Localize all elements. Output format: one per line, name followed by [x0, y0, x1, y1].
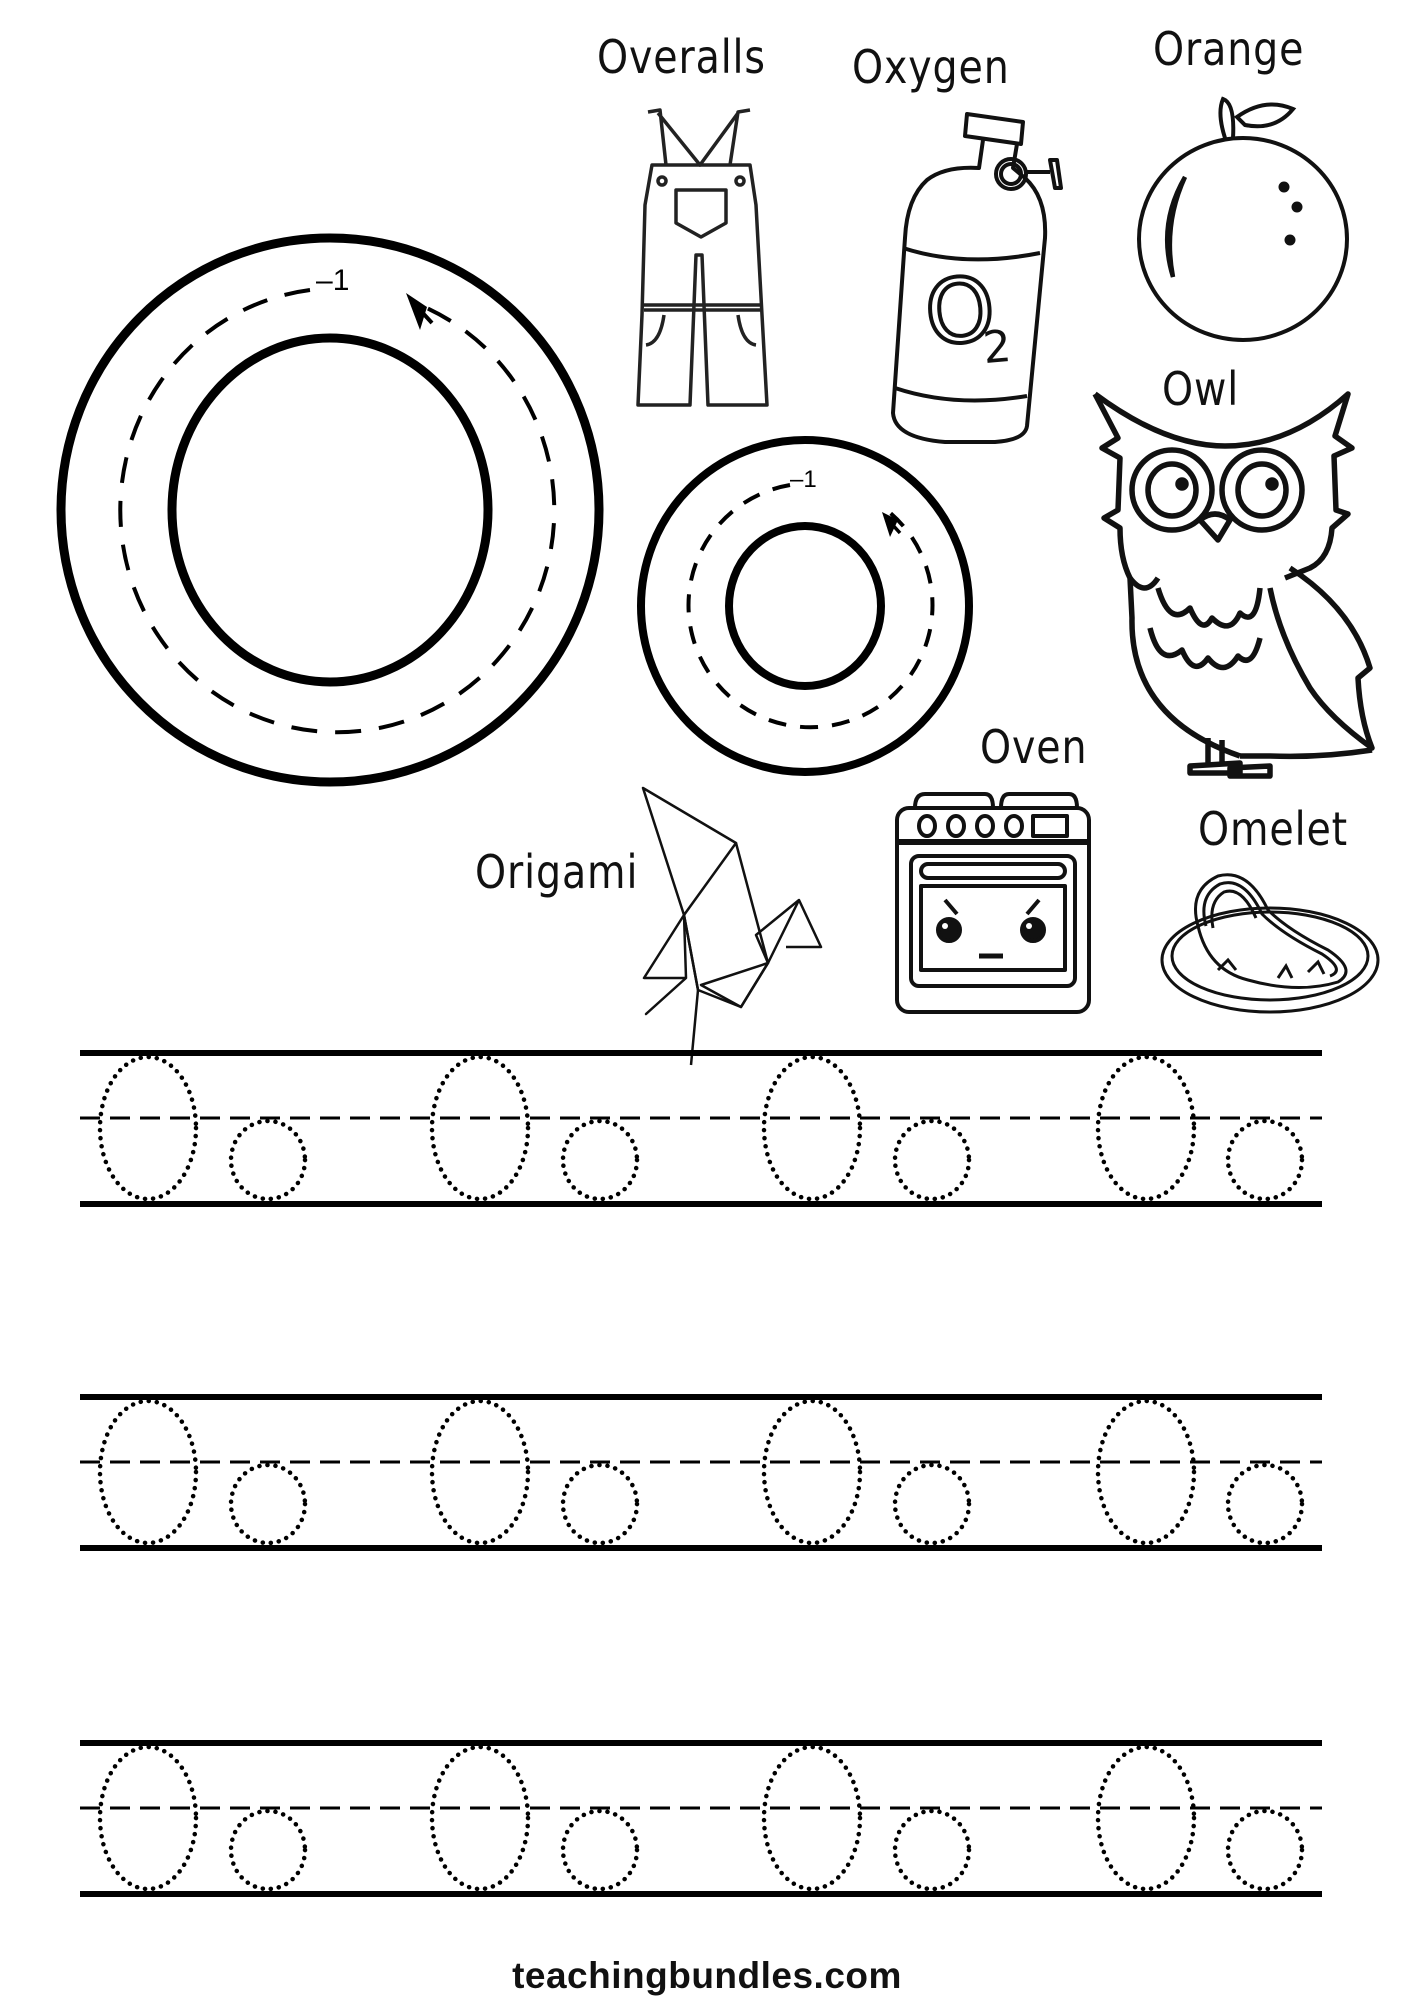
omelet-icon [1160, 873, 1380, 1014]
trace-uppercase-o [429, 1054, 531, 1202]
tracing-row-3 [80, 1740, 1322, 1898]
tracing-row-1 [80, 1050, 1322, 1208]
trace-uppercase-o [1095, 1398, 1197, 1546]
label-orange: Orange [1153, 22, 1305, 76]
trace-uppercase-o [761, 1744, 863, 1892]
label-overalls: Overalls [597, 30, 766, 84]
trace-lowercase-o [892, 1462, 972, 1546]
uppercase-o-dashed-path [118, 288, 557, 735]
trace-lowercase-o [560, 1462, 640, 1546]
trace-uppercase-o [97, 1744, 199, 1892]
trace-uppercase-o [1095, 1054, 1197, 1202]
uppercase-o-outer-outline [56, 233, 604, 787]
trace-lowercase-o [892, 1118, 972, 1202]
label-origami: Origami [475, 845, 639, 899]
trace-lowercase-o [1225, 1118, 1305, 1202]
lowercase-stroke-number: –1 [790, 466, 817, 493]
trace-lowercase-o [560, 1808, 640, 1892]
trace-uppercase-o [97, 1054, 199, 1202]
uppercase-o-direction-arrow-icon [406, 293, 427, 330]
owl-icon [1092, 391, 1375, 779]
trace-uppercase-o [429, 1398, 531, 1546]
lowercase-o-dashed-path [686, 483, 935, 730]
svg-text:2: 2 [981, 321, 1013, 374]
oxygen-tank-icon: O 2 [891, 112, 1063, 444]
trace-uppercase-o [761, 1054, 863, 1202]
overalls-icon [636, 108, 769, 407]
trace-lowercase-o [892, 1808, 972, 1892]
trace-lowercase-o [228, 1462, 308, 1546]
trace-lowercase-o [1225, 1808, 1305, 1892]
label-oven: Oven [980, 720, 1088, 774]
trace-lowercase-o [560, 1118, 640, 1202]
trace-uppercase-o [429, 1744, 531, 1892]
footer-website: teachingbundles.com [512, 1955, 902, 1996]
oven-icon [895, 792, 1091, 1014]
trace-uppercase-o [97, 1398, 199, 1546]
lowercase-o-inner-outline [725, 522, 885, 690]
trace-lowercase-o [1225, 1462, 1305, 1546]
orange-icon [1137, 96, 1349, 342]
lowercase-o-outer-outline [637, 436, 973, 776]
tracing-row-2 [80, 1394, 1322, 1552]
trace-uppercase-o [1095, 1744, 1197, 1892]
trace-lowercase-o [228, 1118, 308, 1202]
label-oxygen: Oxygen [852, 40, 1010, 94]
trace-lowercase-o [228, 1808, 308, 1892]
oxygen-badge: O [921, 257, 999, 366]
label-omelet: Omelet [1198, 802, 1349, 856]
label-owl: Owl [1162, 362, 1240, 416]
uppercase-stroke-number: –1 [316, 264, 350, 297]
origami-bird-icon [641, 786, 823, 1066]
uppercase-o-inner-outline [167, 333, 493, 687]
trace-uppercase-o [761, 1398, 863, 1546]
